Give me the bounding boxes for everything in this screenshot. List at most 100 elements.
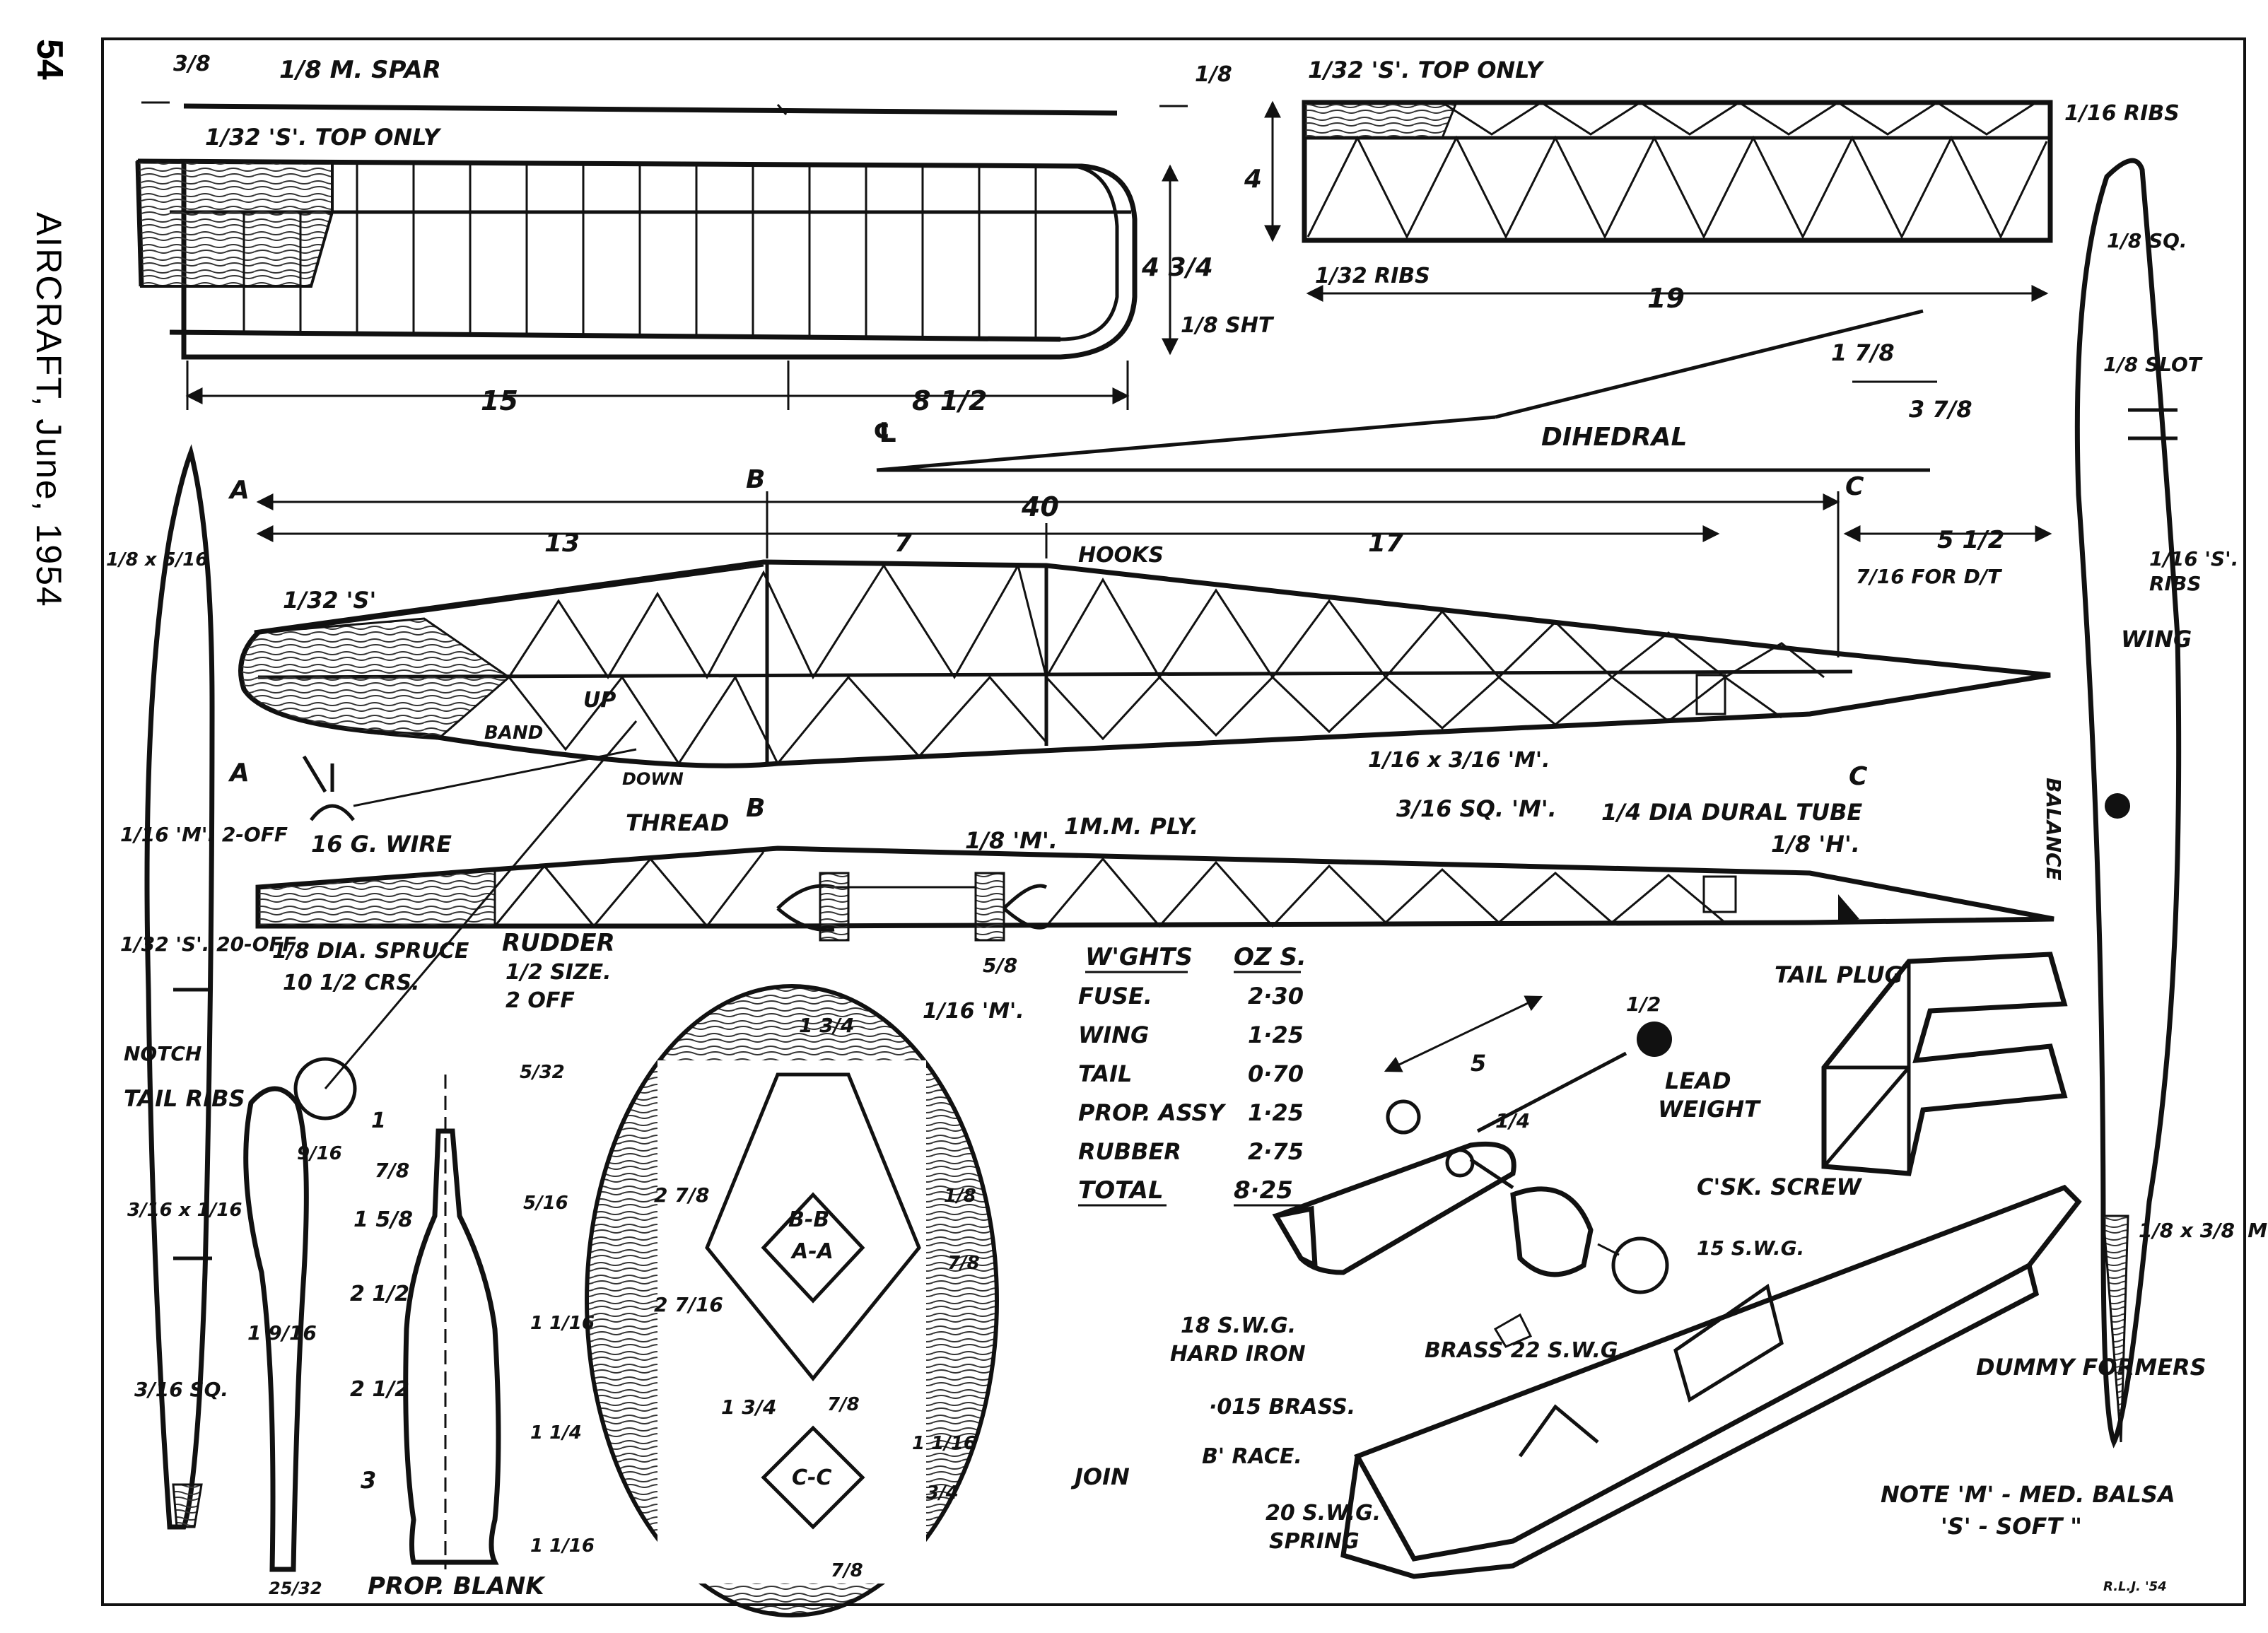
nose-block-assembly: 5 1/2 LEAD WEIGHT 1/4 C'SK. SCREW 15 S.W… xyxy=(1170,993,1862,1554)
tail-ribs-title: TAIL RIBS xyxy=(124,1085,245,1112)
tail-ribs-label: 1/16 RIBS xyxy=(2064,101,2180,126)
fuselage-side-view: A A B B C C 40 13 7 17 5 1/2 HOOKS 7/16 … xyxy=(228,465,2052,858)
drawing-border xyxy=(101,37,2246,1606)
weights-row-oz: 2·75 xyxy=(1248,1138,1304,1165)
join-label: JOIN xyxy=(1070,1463,1130,1490)
magazine-caption: AIRCRAFT, June, 1954 xyxy=(29,212,69,608)
section-cc: C-C xyxy=(792,1465,831,1490)
section-marker-b-top: B xyxy=(746,465,765,494)
tailplane-plan-view: 1/32 'S'. TOP ONLY 1/16 RIBS 1/32 RIBS 4… xyxy=(1244,57,2180,314)
hard-iron-label: HARD IRON xyxy=(1170,1342,1306,1366)
weights-header-unit: OZ S. xyxy=(1234,943,1307,971)
nose-dim-half: 1/2 xyxy=(1626,993,1661,1016)
weights-header-item: W'GHTS xyxy=(1085,943,1193,971)
prop-width-5: 1 1/16 xyxy=(530,1535,595,1557)
dim-five-eighths: 5/8 xyxy=(983,954,1017,977)
weights-row-item: FUSE. xyxy=(1078,983,1152,1009)
weight-label: WEIGHT xyxy=(1658,1096,1761,1123)
weights-row-item: TAIL xyxy=(1078,1060,1132,1087)
section-marker-a-top: A xyxy=(228,476,250,505)
balance-label: BALANCE xyxy=(2042,778,2065,881)
weights-row-oz: 1·25 xyxy=(1248,1022,1304,1048)
sec-dim-cc-bottom: 7/8 xyxy=(831,1560,863,1581)
rib-s-off: 1/32 'S'. 20-OFF xyxy=(120,932,296,956)
dummy-formers-label: DUMMY FORMERS xyxy=(1976,1354,2206,1381)
spruce-dowel-label: 1/8 DIA. SPRUCE xyxy=(272,939,469,964)
weights-row-oz: 1·25 xyxy=(1248,1099,1304,1126)
bearing-race-label: B' RACE. xyxy=(1202,1444,1302,1469)
weights-row-oz: 2·30 xyxy=(1248,983,1304,1009)
thread-label: THREAD xyxy=(626,809,729,836)
prop-dim-4: 2 1/2 xyxy=(350,1282,409,1306)
weights-total-oz: 8·25 xyxy=(1234,1176,1293,1205)
dihedral-diagram: DIHEDRAL 1 7/8 3 7/8 ℄ xyxy=(873,309,1972,472)
wire-hook-detail xyxy=(302,720,638,1089)
dihedral-centerline: ℄ xyxy=(873,417,897,448)
draughtsman-signature: R.L.J. '54 xyxy=(2103,1579,2167,1594)
wing-dim-span-inner: 15 xyxy=(481,385,518,416)
prop-width-3: 1 1/16 xyxy=(530,1313,595,1334)
nose-dim-five: 5 xyxy=(1471,1050,1486,1077)
spring-gauge: 20 S.W.G. xyxy=(1265,1501,1381,1526)
swg15-label: 15 S.W.G. xyxy=(1697,1236,1804,1260)
wing-rib-right: 1/8 SQ. 1/8 SLOT 1/16 'S'. RIBS WING BAL… xyxy=(2042,158,2268,1448)
sec-dim-cc-inner: 7/8 xyxy=(827,1394,860,1415)
dihedral-label: DIHEDRAL xyxy=(1541,423,1687,452)
dethermaliser-label: 7/16 FOR D/T xyxy=(1856,565,2002,588)
up-label: UP xyxy=(583,688,616,713)
countersunk-screw-label: C'SK. SCREW xyxy=(1697,1173,1862,1200)
fuselage-top-diagonals xyxy=(493,851,1726,928)
fuselage-dim-overall: 40 xyxy=(1021,491,1059,522)
longeron-label: 1/16 x 3/16 'M'. xyxy=(1368,748,1550,773)
brass-015-label: ·015 BRASS. xyxy=(1209,1395,1355,1420)
sec-dim-eighth: 1/8 xyxy=(944,1186,976,1207)
wing-spar-label: 1/8 M. SPAR xyxy=(279,56,441,84)
weights-row-item: RUBBER xyxy=(1078,1138,1181,1165)
weights-total-item: TOTAL xyxy=(1078,1176,1164,1205)
band-label: BAND xyxy=(484,722,543,744)
dihedral-dim-inner: 1 7/8 xyxy=(1831,339,1895,366)
sec-dim-seven-eighths: 7/8 xyxy=(947,1253,980,1274)
note-medium-balsa: NOTE 'M' - MED. BALSA xyxy=(1881,1481,2175,1508)
fuselage-top-m-label: 1/8 'M'. xyxy=(965,827,1058,854)
hard-balsa-label: 1/8 'H'. xyxy=(1771,831,1860,858)
wing-dim-chord: 4 3/4 xyxy=(1141,253,1213,282)
sec-dim-width: 1 3/4 xyxy=(799,1014,854,1037)
rib-right-ribs: RIBS xyxy=(2149,572,2202,595)
wire-label: 16 G. WIRE xyxy=(311,831,452,858)
rudder-off: 2 OFF xyxy=(505,988,575,1013)
dihedral-dim-outer: 3 7/8 xyxy=(1909,396,1972,423)
wing-top-sheet-label: 1/32 'S'. TOP ONLY xyxy=(205,124,442,151)
prop-dim-1: 1 xyxy=(371,1108,386,1133)
lead-label: LEAD xyxy=(1665,1067,1731,1094)
prop-side-2: 1 9/16 xyxy=(247,1321,317,1345)
square-longeron-label: 3/16 SQ. 'M'. xyxy=(1396,795,1557,822)
rib-sq-dim: 3/16 SQ. xyxy=(134,1378,228,1401)
prop-width-4: 1 1/4 xyxy=(530,1422,582,1444)
section-marker-a-bottom: A xyxy=(228,759,250,788)
section-bb: B-B xyxy=(788,1207,829,1232)
dural-tube-label: 1/4 DIA DURAL TUBE xyxy=(1601,799,1862,826)
rudder-material: 1/16 'M'. xyxy=(923,999,1024,1024)
rib-right-slot: 1/8 SLOT xyxy=(2103,353,2203,376)
prop-blank: PROP. BLANK 1 7/8 1 5/8 2 1/2 2 1/2 3 5/… xyxy=(243,1062,595,1600)
fuselage-top-view: 1/8 'M'. 1M.M. PLY. 3/16 SQ. 'M'. 1/4 DI… xyxy=(255,795,2054,1120)
tail-dim-chord: 4 xyxy=(1244,165,1262,194)
wing-dim-right-top: 1/8 xyxy=(1195,62,1232,87)
rib-notch-label: NOTCH xyxy=(124,1042,201,1065)
wing-dim-span-outer: 8 1/2 xyxy=(912,385,987,416)
fuselage-dim-nose: 13 xyxy=(544,529,580,558)
note-soft-balsa: 'S' - SOFT " xyxy=(1941,1513,2082,1540)
weights-table: W'GHTS OZ S. FUSE. 2·30 WING 1·25 TAIL 0… xyxy=(1078,943,1307,1207)
down-label: DOWN xyxy=(622,769,684,789)
wing-plan-view: 1/8 M. SPAR 1/32 'S'. TOP ONLY 3/8 1/8 4… xyxy=(135,52,1275,416)
fuselage-dim-rear: 17 xyxy=(1368,529,1403,558)
prop-dim-3: 1 5/8 xyxy=(353,1207,413,1232)
hard-iron-gauge: 18 S.W.G. xyxy=(1181,1313,1296,1338)
rib-right-sq: 1/8 SQ. xyxy=(2107,229,2187,252)
weights-row-oz: 0·70 xyxy=(1248,1060,1304,1087)
prop-dim-2: 7/8 xyxy=(375,1159,409,1182)
prop-side-1: 9/16 xyxy=(297,1143,342,1164)
rib-top-dim: 1/8 x 5/16 xyxy=(106,549,208,570)
